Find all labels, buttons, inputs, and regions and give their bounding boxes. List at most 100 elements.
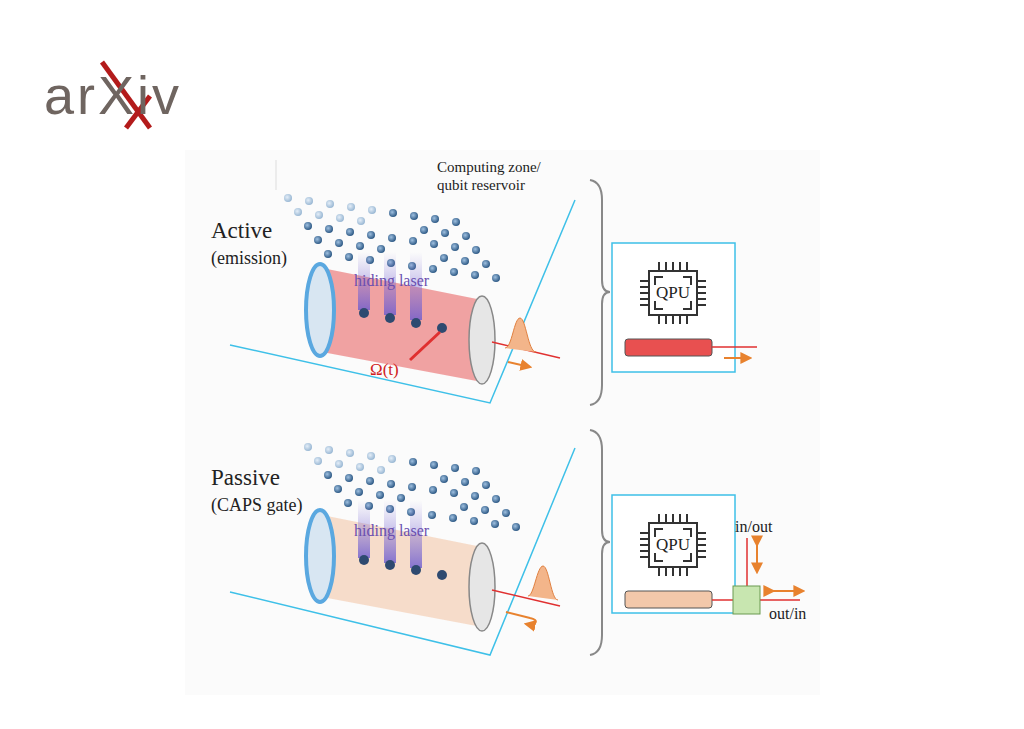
atom — [409, 458, 417, 466]
atom — [397, 494, 405, 502]
atom — [462, 232, 470, 240]
atom — [326, 200, 334, 208]
atom — [409, 237, 417, 245]
atom — [385, 560, 395, 570]
atom — [356, 463, 364, 471]
atom — [482, 260, 490, 268]
atom — [336, 214, 344, 222]
atom — [347, 203, 355, 211]
atom — [420, 226, 428, 234]
atom — [491, 520, 499, 528]
atom — [431, 215, 439, 223]
atom — [429, 486, 437, 494]
atom — [345, 474, 353, 482]
atom — [481, 506, 489, 514]
emitter-bar — [625, 339, 712, 356]
atom — [304, 222, 312, 230]
bracket — [590, 180, 610, 405]
chip: QPU — [640, 262, 706, 324]
circulator — [733, 586, 760, 614]
cavity-bar — [625, 591, 712, 608]
cavity-mode — [322, 515, 482, 627]
output-line — [712, 346, 757, 348]
cavity-mode — [322, 268, 482, 382]
atom — [356, 242, 364, 250]
atom — [366, 477, 374, 485]
atom — [359, 555, 369, 565]
plane — [230, 448, 575, 655]
atom — [389, 209, 397, 217]
atom — [377, 466, 385, 474]
atom — [451, 464, 459, 472]
zone-label: Computing zone/ qubit reservoir — [437, 158, 557, 194]
port-label: out/in — [769, 605, 806, 623]
atom — [452, 218, 460, 226]
atom — [388, 234, 396, 242]
atom — [430, 461, 438, 469]
atom — [492, 495, 500, 503]
drive-label: Ω(t) — [370, 360, 399, 380]
atom — [472, 246, 480, 254]
beam-label: hiding laser — [354, 272, 429, 290]
atom — [460, 503, 468, 511]
atom — [437, 570, 447, 580]
atom — [461, 257, 469, 265]
mode-title: Active — [211, 218, 272, 244]
atom — [411, 565, 421, 575]
atom — [472, 467, 480, 475]
atom — [451, 243, 459, 251]
atom — [482, 481, 490, 489]
atom — [377, 245, 385, 253]
mirror — [469, 296, 495, 384]
arrow — [508, 362, 530, 367]
atom — [502, 509, 510, 517]
atom — [449, 514, 457, 522]
output-line — [712, 599, 733, 601]
atom — [461, 478, 469, 486]
logo: arXiv — [44, 64, 182, 126]
module-frame — [612, 495, 735, 613]
divider — [276, 160, 277, 190]
atom — [304, 443, 312, 451]
output-line — [760, 599, 800, 601]
atom — [376, 491, 384, 499]
atom — [450, 489, 458, 497]
photon-pulse — [528, 566, 558, 600]
atom — [428, 511, 436, 519]
atom — [492, 274, 500, 282]
arrow — [724, 357, 750, 359]
atom — [314, 457, 322, 465]
mode-title: Passive — [211, 465, 280, 491]
chip-label: QPU — [640, 514, 706, 576]
atom — [441, 229, 449, 237]
mirror — [469, 543, 495, 631]
atom — [411, 318, 421, 328]
atom — [367, 231, 375, 239]
atom — [315, 211, 323, 219]
mirror — [306, 264, 334, 356]
mode-subtitle: (CAPS gate) — [211, 495, 303, 516]
atom — [314, 236, 322, 244]
atom — [335, 460, 343, 468]
atom — [294, 208, 302, 216]
atom — [367, 452, 375, 460]
module-frame — [612, 243, 735, 372]
atom — [471, 492, 479, 500]
atom — [345, 253, 353, 261]
atom — [512, 523, 520, 531]
beam-label: hiding laser — [354, 522, 429, 540]
atom — [410, 212, 418, 220]
output-line — [746, 538, 748, 586]
atom — [346, 228, 354, 236]
mode-subtitle: (emission) — [211, 248, 287, 269]
atom — [387, 480, 395, 488]
atom — [440, 254, 448, 262]
arrow — [773, 590, 803, 592]
atom — [324, 250, 332, 258]
atom — [335, 239, 343, 247]
drive-laser — [410, 332, 440, 360]
atom — [470, 517, 478, 525]
atom — [305, 197, 313, 205]
chip: QPU — [640, 514, 706, 576]
atom — [284, 194, 292, 202]
